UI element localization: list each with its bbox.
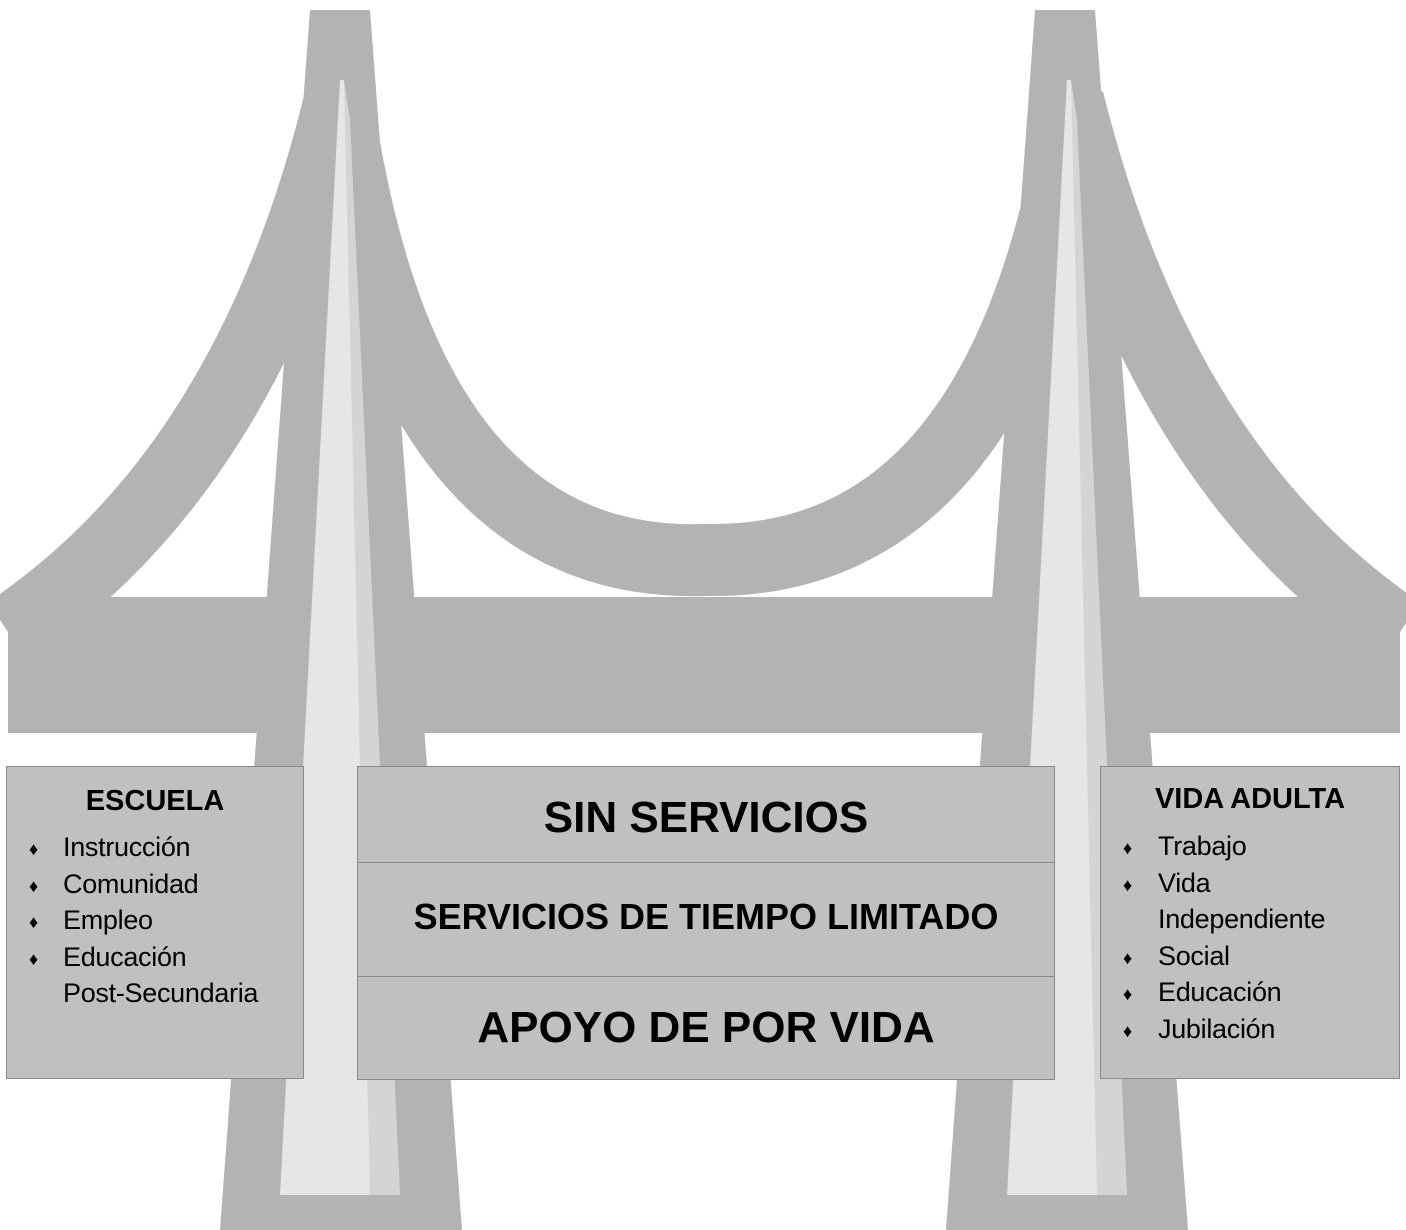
diamond-bullet-icon: ♦ — [1123, 1020, 1132, 1041]
list-item: ♦Vida — [1101, 865, 1399, 902]
list-item: ♦Educación — [1101, 974, 1399, 1011]
vida-adulta-list: ♦Trabajo ♦Vida Independiente ♦Social ♦Ed… — [1101, 828, 1399, 1047]
servicios-tiempo-limitado-row: SERVICIOS DE TIEMPO LIMITADO — [357, 862, 1055, 978]
bridge-deck — [8, 597, 1400, 733]
diamond-bullet-icon: ♦ — [29, 839, 38, 859]
diamond-bullet-icon: ♦ — [1123, 874, 1132, 895]
services-stack: SIN SERVICIOS SERVICIOS DE TIEMPO LIMITA… — [357, 766, 1055, 1080]
list-item-continuation: Post-Secundaria — [63, 978, 259, 1008]
vida-adulta-box: VIDA ADULTA ♦Trabajo ♦Vida Independiente… — [1100, 766, 1400, 1079]
list-item: ♦Jubilación — [1101, 1011, 1399, 1048]
sin-servicios-row: SIN SERVICIOS — [357, 766, 1055, 864]
vida-adulta-title: VIDA ADULTA — [1154, 783, 1346, 815]
diamond-bullet-icon: ♦ — [1123, 947, 1132, 968]
diamond-bullet-icon: ♦ — [1123, 984, 1132, 1004]
diamond-bullet-icon: ♦ — [1123, 838, 1132, 858]
escuela-list: ♦Instrucción ♦Comunidad ♦Empleo ♦Educaci… — [7, 829, 303, 1012]
list-item: ♦Empleo — [7, 902, 303, 939]
list-item-continuation: Independiente — [1158, 904, 1326, 934]
apoyo-de-por-vida-row: APOYO DE POR VIDA — [357, 976, 1055, 1080]
list-item: ♦Social — [1101, 938, 1399, 975]
list-item: ♦Trabajo — [1101, 828, 1399, 865]
escuela-box: ESCUELA ♦Instrucción ♦Comunidad ♦Empleo … — [6, 766, 304, 1079]
list-item: ♦Educación — [7, 939, 303, 976]
main-cable — [309, 143, 1106, 597]
list-item: ♦Comunidad — [7, 866, 303, 903]
diamond-bullet-icon: ♦ — [29, 912, 38, 932]
diamond-bullet-icon: ♦ — [29, 875, 38, 896]
diamond-bullet-icon: ♦ — [29, 948, 38, 969]
list-item: ♦Instrucción — [7, 829, 303, 866]
escuela-title: ESCUELA — [85, 785, 225, 817]
